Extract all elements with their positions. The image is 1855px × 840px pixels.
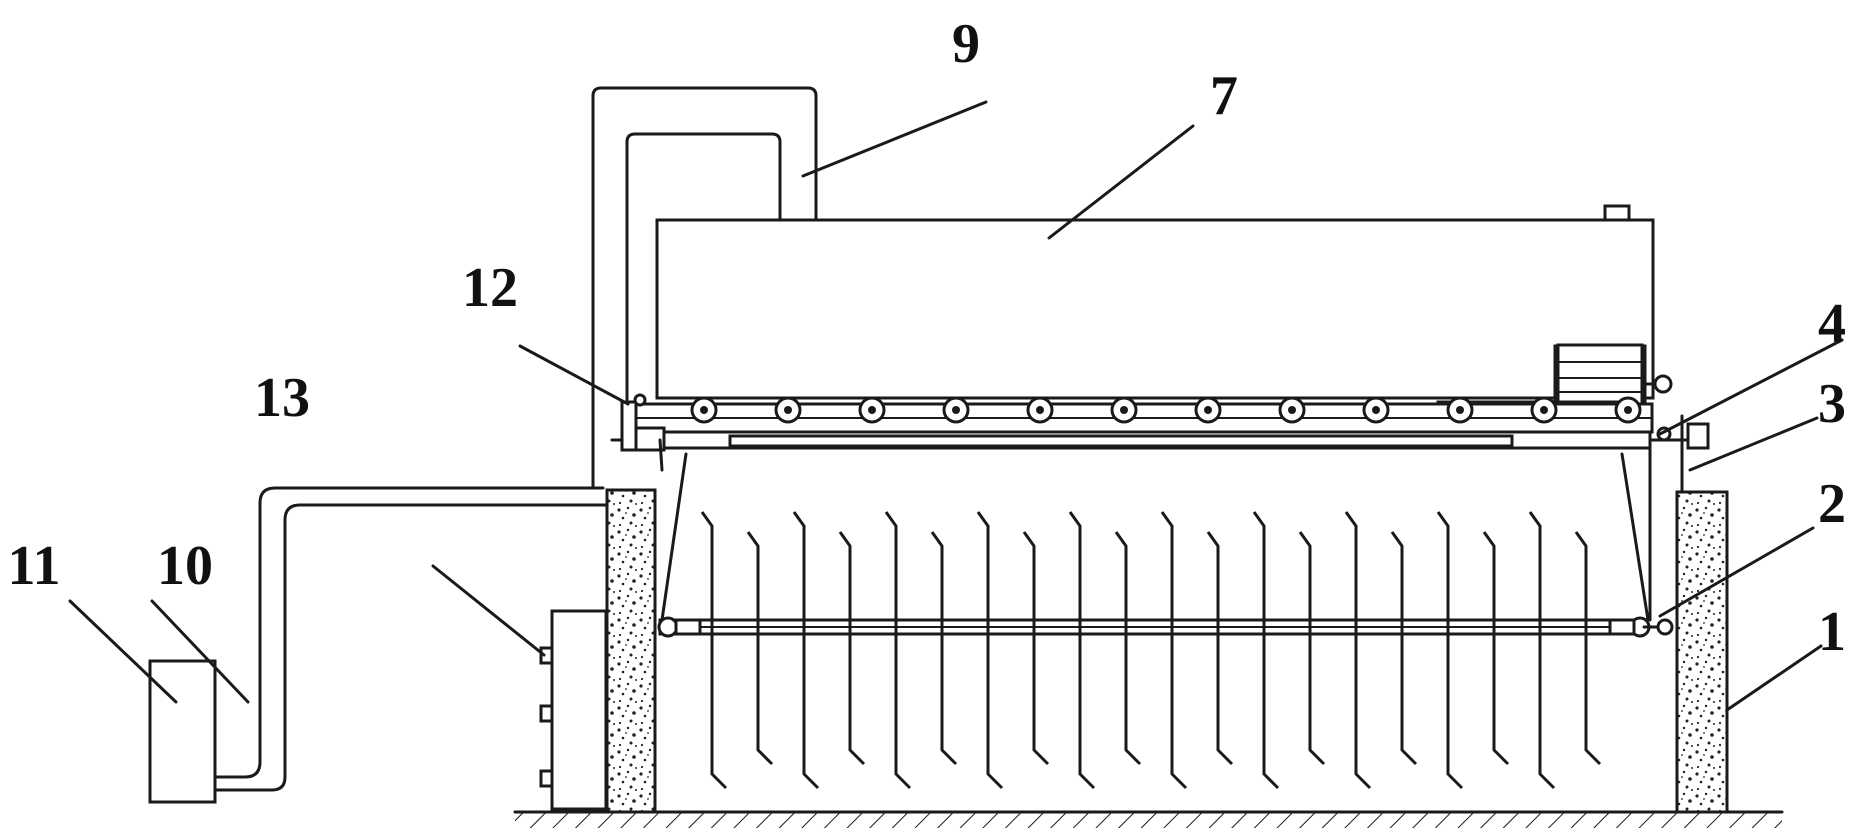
supply-pipe (213, 486, 609, 792)
label-4: 4 (1818, 293, 1846, 355)
label-11: 11 (8, 535, 61, 597)
left-cord (658, 438, 664, 472)
plate (746, 531, 774, 766)
roller-rail (626, 402, 1654, 450)
roller (1530, 396, 1558, 424)
roller (1278, 396, 1306, 424)
leader-lines (68, 100, 1844, 712)
roller (1194, 396, 1222, 424)
bottom-shaft (657, 616, 1674, 638)
plate (1528, 511, 1556, 790)
plate (1114, 531, 1142, 766)
label-10: 10 (157, 535, 213, 597)
right-fittings (1648, 414, 1710, 492)
plate (1252, 511, 1280, 790)
label-3: 3 (1818, 373, 1846, 435)
tank-box (148, 659, 217, 804)
plate (1574, 531, 1602, 766)
roller (1026, 396, 1054, 424)
main-cabinet (655, 218, 1655, 400)
right-hanger (1620, 452, 1650, 622)
label-9: 9 (952, 13, 980, 75)
label-12: 12 (462, 257, 518, 319)
plate (1206, 531, 1234, 766)
roller (690, 396, 718, 424)
plate (1160, 511, 1188, 790)
plate (838, 531, 866, 766)
roller (1446, 396, 1474, 424)
plate (1436, 511, 1464, 790)
roller-group (690, 396, 1642, 424)
ground (513, 810, 1784, 828)
left-pillar (605, 488, 657, 814)
plate (1298, 531, 1326, 766)
plate-group (700, 511, 1602, 790)
plate (884, 511, 912, 790)
pipe-loop (591, 86, 818, 490)
label-1: 1 (1818, 601, 1846, 663)
roller (942, 396, 970, 424)
left-fittings (610, 393, 666, 452)
plate (930, 531, 958, 766)
plate (976, 511, 1004, 790)
plate (1068, 511, 1096, 790)
plate (1344, 511, 1372, 790)
roller (1362, 396, 1390, 424)
label-7: 7 (1210, 65, 1238, 127)
plate (700, 511, 728, 790)
roller (858, 396, 886, 424)
plate (1390, 531, 1418, 766)
left-hanger (660, 452, 688, 622)
cabinet-cap (1603, 204, 1631, 222)
plate (792, 511, 820, 790)
roller (1614, 396, 1642, 424)
control-box (539, 609, 608, 811)
label-2: 2 (1818, 473, 1846, 535)
plate (1482, 531, 1510, 766)
roller (774, 396, 802, 424)
roller (1110, 396, 1138, 424)
label-13: 13 (254, 367, 310, 429)
plate (1022, 531, 1050, 766)
right-pillar (1675, 490, 1729, 814)
